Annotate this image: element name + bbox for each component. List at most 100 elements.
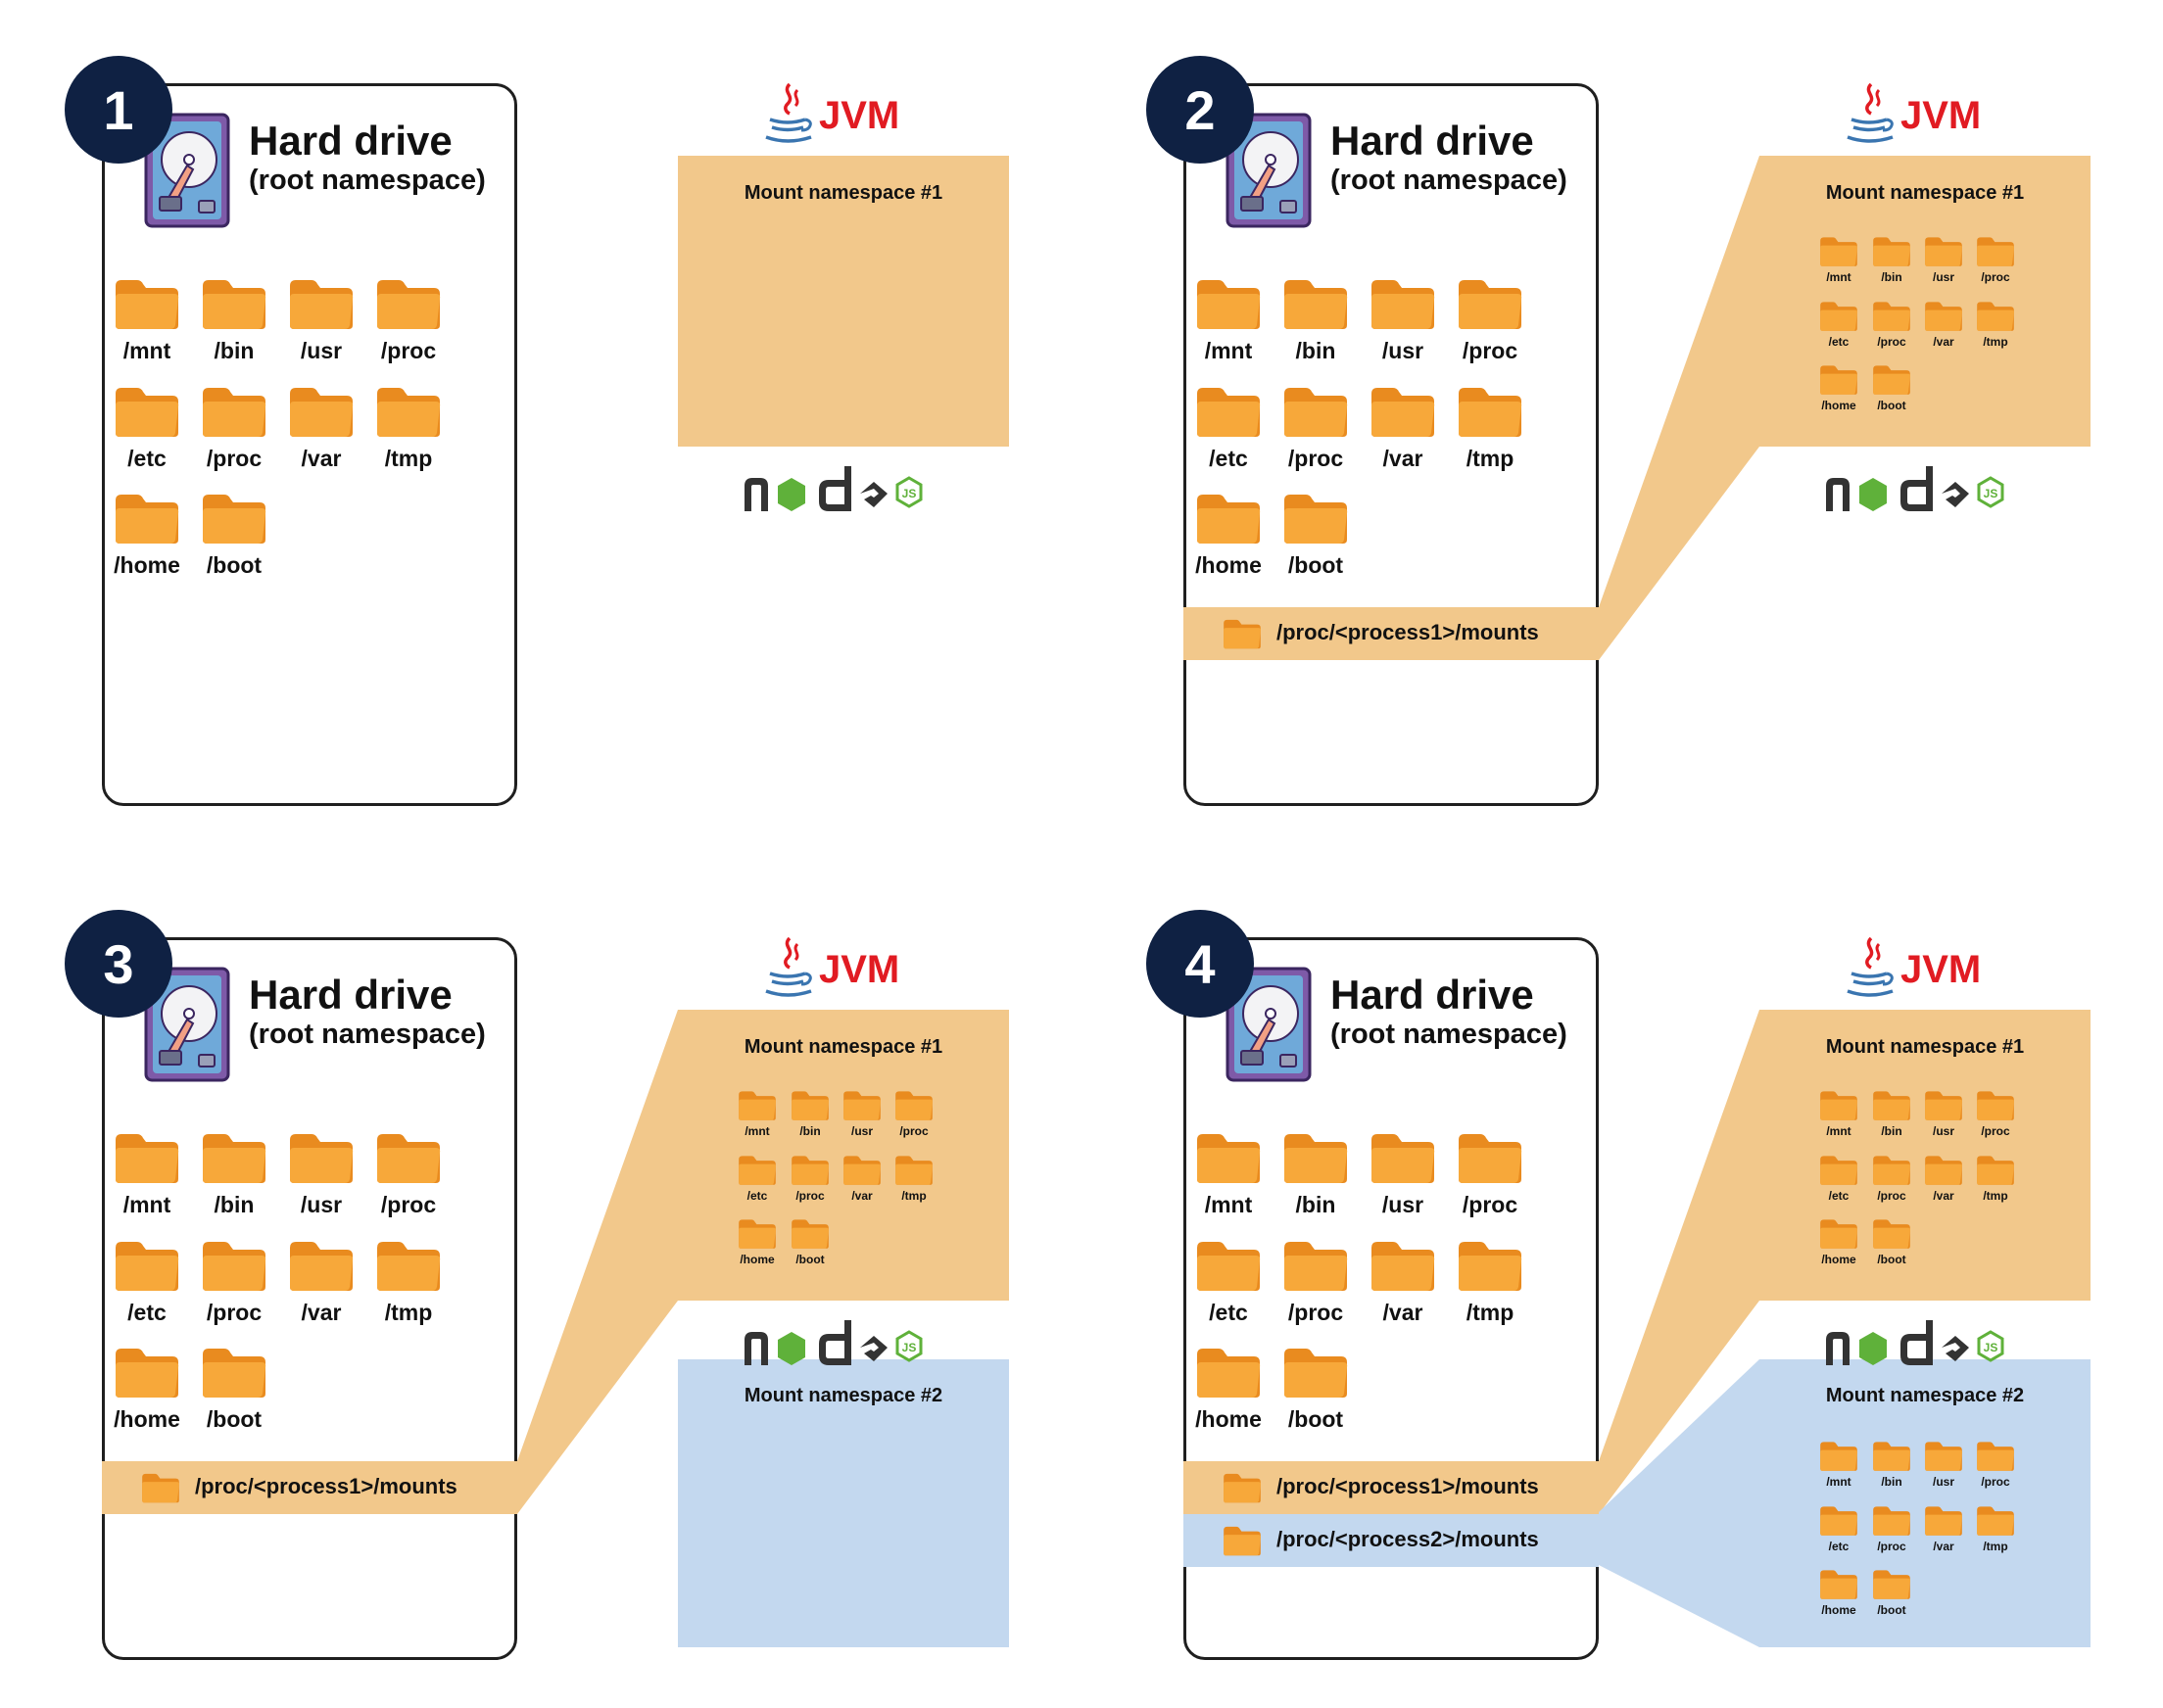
folder-icon[interactable] [1819,1568,1858,1600]
folder-icon[interactable] [1976,1089,2015,1121]
folder-icon[interactable] [201,1345,267,1400]
folder-label: /var [301,446,342,471]
mount-row-process1[interactable]: /proc/<process1>/mounts [1183,1461,1599,1514]
folder-icon[interactable] [1872,1440,1911,1472]
folder-icon[interactable] [1872,235,1911,267]
folder-icon[interactable] [1819,1440,1858,1472]
folder-icon[interactable] [1872,1568,1911,1600]
folder-icon[interactable] [842,1154,882,1186]
folder-icon[interactable] [114,1345,180,1400]
folder-icon[interactable] [114,1130,180,1185]
folder-icon [1977,1156,2014,1185]
folder-icon[interactable] [288,384,355,439]
folder-icon[interactable] [791,1089,830,1121]
folder-icon[interactable] [1195,1345,1262,1400]
folder-icon[interactable] [375,384,442,439]
folder-icon[interactable] [1282,1130,1349,1185]
folder-icon[interactable] [1282,1345,1349,1400]
folder-icon[interactable] [1924,235,1963,267]
folder-icon[interactable] [1282,491,1349,546]
folder-icon [203,388,266,437]
folder-icon[interactable] [1976,300,2015,332]
folder-label: /tmp [1983,1189,2008,1203]
folder-icon[interactable] [1819,300,1858,332]
folder-icon[interactable] [1872,300,1911,332]
mount-row-process1[interactable]: /proc/<process1>/mounts [1183,607,1599,660]
jvm-logo: JVM [1844,82,2000,149]
folder-icon[interactable] [1924,1089,1963,1121]
folder-icon[interactable] [288,276,355,331]
folder-icon[interactable] [738,1154,777,1186]
folder-icon[interactable] [842,1089,882,1121]
folder-icon[interactable] [1370,1130,1436,1185]
folder-label: /proc [1981,1124,2010,1138]
folder-icon[interactable] [1819,1217,1858,1250]
folder-icon[interactable] [1976,1440,2015,1472]
folder-icon[interactable] [1195,1238,1262,1293]
folder-label: /boot [1287,1406,1344,1432]
folder-icon[interactable] [1924,1504,1963,1537]
folder-icon[interactable] [1872,1154,1911,1186]
folder-icon[interactable] [738,1217,777,1250]
folder-icon[interactable] [114,1238,180,1293]
folder-icon[interactable] [1976,235,2015,267]
folder-icon[interactable] [1872,1504,1911,1537]
folder-icon[interactable] [201,1130,267,1185]
folder-icon[interactable] [1819,1154,1858,1186]
folder-icon[interactable] [201,276,267,331]
folder-icon[interactable] [1924,1440,1963,1472]
folder-icon[interactable] [1872,363,1911,396]
folder-icon[interactable] [288,1238,355,1293]
folder-icon [377,388,441,437]
folder-icon[interactable] [375,1238,442,1293]
folder-label: /home [740,1253,775,1266]
folder-icon[interactable] [1370,276,1436,331]
folder-icon[interactable] [1924,1154,1963,1186]
folder-icon[interactable] [114,491,180,546]
folder-icon[interactable] [375,276,442,331]
folder-icon[interactable] [1282,384,1349,439]
folder-icon[interactable] [1195,491,1262,546]
mount-row-process2[interactable]: /proc/<process2>/mounts [1183,1514,1599,1567]
folder-icon[interactable] [201,384,267,439]
folder-icon[interactable] [1819,235,1858,267]
folder-icon[interactable] [375,1130,442,1185]
folder-icon[interactable] [894,1154,934,1186]
folder-icon [1977,237,2014,266]
folder-icon[interactable] [1457,384,1523,439]
mount-path-label: /proc/<process1>/mounts [195,1474,457,1498]
folder-icon[interactable] [1924,300,1963,332]
folder-icon[interactable] [1457,1238,1523,1293]
folder-icon[interactable] [1370,1238,1436,1293]
folder-label: /mnt [745,1124,770,1138]
folder-icon[interactable] [1819,363,1858,396]
folder-icon[interactable] [1195,1130,1262,1185]
folder-icon[interactable] [738,1089,777,1121]
folder-icon[interactable] [791,1154,830,1186]
folder-icon[interactable] [1195,384,1262,439]
folder-icon[interactable] [114,276,180,331]
folder-icon[interactable] [1976,1154,2015,1186]
folder-icon[interactable] [1457,1130,1523,1185]
folder-icon[interactable] [201,491,267,546]
folder-icon[interactable] [1457,276,1523,331]
folder-icon[interactable] [1976,1504,2015,1537]
folder-icon[interactable] [1282,276,1349,331]
folder-icon[interactable] [1370,384,1436,439]
folder-icon[interactable] [201,1238,267,1293]
folder-icon[interactable] [1872,1217,1911,1250]
folder-icon[interactable] [1819,1504,1858,1537]
folder-icon[interactable] [1819,1089,1858,1121]
folder-icon[interactable] [114,384,180,439]
folder-icon[interactable] [1872,1089,1911,1121]
folder-label: /tmp [1983,1540,2008,1553]
folder-icon[interactable] [791,1217,830,1250]
mount-row-process1[interactable]: /proc/<process1>/mounts [102,1461,517,1514]
folder-label: /usr [1381,1192,1424,1217]
folder-icon[interactable] [1195,276,1262,331]
folder-icon[interactable] [1282,1238,1349,1293]
folder-icon[interactable] [288,1130,355,1185]
folder-icon[interactable] [894,1089,934,1121]
